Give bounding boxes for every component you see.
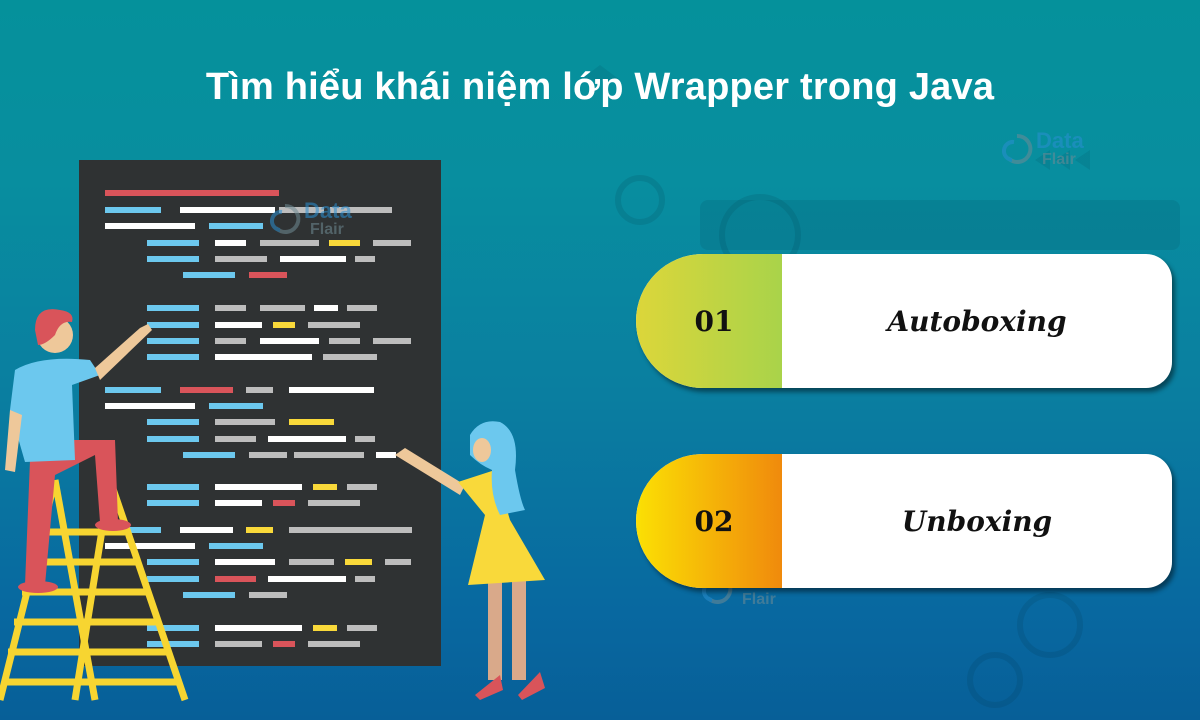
code-line-bar <box>385 559 411 565</box>
code-line-bar <box>308 322 360 328</box>
code-line-bar <box>376 452 396 458</box>
code-line-bar <box>215 436 256 442</box>
code-line-bar <box>314 305 338 311</box>
code-line-bar <box>147 641 199 647</box>
man-on-ladder-illustration <box>0 309 189 702</box>
code-line-bar <box>147 256 199 262</box>
code-line-bar <box>147 625 199 631</box>
code-editor-illustration <box>79 160 441 666</box>
code-line-bar <box>373 338 411 344</box>
code-line-bar <box>215 500 262 506</box>
code-line-bar <box>180 387 233 393</box>
code-line-bar <box>215 576 256 582</box>
code-line-bar <box>260 305 305 311</box>
code-line-bar <box>147 500 199 506</box>
code-line-bar <box>180 527 233 533</box>
code-line-bar <box>289 387 374 393</box>
code-line-bar <box>215 559 275 565</box>
item-card-unboxing[interactable]: 02 Unboxing <box>636 454 1172 588</box>
code-line-bar <box>147 305 199 311</box>
code-line-bar <box>273 641 295 647</box>
code-line-bar <box>183 272 235 278</box>
dataflair-logo-icon <box>1002 133 1033 164</box>
code-line-bar <box>147 484 199 490</box>
code-line-bar <box>183 452 235 458</box>
code-line-bar <box>209 403 263 409</box>
code-line-bar <box>147 322 199 328</box>
code-line-bar <box>209 223 263 229</box>
code-line-bar <box>180 207 275 213</box>
code-line-bar <box>260 240 319 246</box>
code-line-bar <box>215 240 246 246</box>
code-line-bar <box>323 354 377 360</box>
code-line-bar <box>183 592 235 598</box>
code-line-bar <box>209 543 263 549</box>
code-line-bar <box>246 527 273 533</box>
code-line-bar <box>329 338 360 344</box>
code-line-bar <box>289 527 412 533</box>
code-line-bar <box>280 256 346 262</box>
item-number-badge: 02 <box>636 454 782 588</box>
code-line-bar <box>147 559 199 565</box>
code-line-bar <box>215 256 267 262</box>
dataflair-logo-icon <box>270 203 301 234</box>
code-line-bar <box>147 419 199 425</box>
code-line-bar <box>215 322 262 328</box>
code-line-bar <box>249 272 287 278</box>
code-line-bar <box>215 641 262 647</box>
code-line-bar <box>105 527 161 533</box>
woman-illustration <box>395 421 545 700</box>
code-line-bar <box>147 436 199 442</box>
code-line-bar <box>347 484 377 490</box>
code-line-bar <box>345 559 372 565</box>
code-line-bar <box>308 500 360 506</box>
code-line-bar <box>355 576 375 582</box>
page-title: Tìm hiểu khái niệm lớp Wrapper trong Jav… <box>205 66 995 108</box>
item-number-badge: 01 <box>636 254 782 388</box>
code-line-bar <box>215 419 275 425</box>
code-line-bar <box>215 338 246 344</box>
code-line-bar <box>215 484 302 490</box>
code-line-bar <box>273 322 295 328</box>
code-line-bar <box>246 387 273 393</box>
code-line-bar <box>273 500 295 506</box>
code-line-bar <box>215 625 302 631</box>
code-line-bar <box>373 240 411 246</box>
code-line-bar <box>289 419 334 425</box>
code-line-bar <box>105 387 161 393</box>
code-line-bar <box>147 240 199 246</box>
code-line-bar <box>347 625 377 631</box>
code-line-bar <box>268 436 346 442</box>
code-line-bar <box>355 256 375 262</box>
code-line-bar <box>329 240 360 246</box>
item-label: Unboxing <box>901 504 1053 538</box>
item-card-autoboxing[interactable]: 01 Autoboxing <box>636 254 1172 388</box>
code-line-bar <box>347 305 377 311</box>
code-line-bar <box>313 625 337 631</box>
code-line-bar <box>268 576 346 582</box>
code-line-bar <box>289 559 334 565</box>
code-line-bar <box>355 436 375 442</box>
code-line-bar <box>105 543 195 549</box>
code-line-bar <box>147 338 199 344</box>
code-line-bar <box>215 305 246 311</box>
code-line-bar <box>105 190 279 196</box>
code-line-bar <box>260 338 319 344</box>
code-line-bar <box>215 354 312 360</box>
code-line-bar <box>249 452 287 458</box>
code-line-bar <box>330 207 392 213</box>
code-line-bar <box>147 576 199 582</box>
code-line-bar <box>313 484 337 490</box>
item-label: Autoboxing <box>887 304 1067 338</box>
code-line-bar <box>105 207 161 213</box>
code-line-bar <box>308 641 360 647</box>
code-line-bar <box>279 207 324 213</box>
code-line-bar <box>105 223 195 229</box>
code-line-bar <box>294 452 364 458</box>
code-line-bar <box>147 354 199 360</box>
code-line-bar <box>249 592 287 598</box>
code-line-bar <box>105 403 195 409</box>
